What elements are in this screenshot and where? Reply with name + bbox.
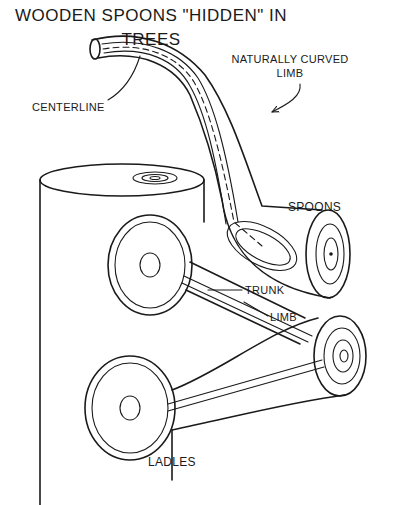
spoon-bowl <box>230 221 295 272</box>
trunk-section <box>108 215 192 315</box>
callout-label: NATURALLY CURVED LIMB <box>226 52 354 80</box>
limb-outline <box>98 56 330 298</box>
centerline <box>103 47 262 246</box>
growth-ring <box>316 224 344 284</box>
ladle-bowl <box>115 222 185 308</box>
callout-label: TRUNK <box>245 283 315 297</box>
growth-ring <box>150 177 160 180</box>
leader-line <box>108 56 140 100</box>
trunk-section <box>85 356 175 460</box>
ladle-bowl <box>92 363 168 453</box>
diagram-title: WOODEN SPOONS "HIDDEN" IN TREES <box>6 4 296 52</box>
callout-label: CENTERLINE <box>32 100 122 114</box>
limb-cut-end <box>90 39 100 59</box>
leader-line <box>208 289 242 290</box>
callout-label: LIMB <box>270 310 330 324</box>
trunk-top <box>40 164 204 196</box>
growth-ring <box>324 328 360 384</box>
growth-ring <box>120 396 140 420</box>
spoon-handle <box>104 51 226 224</box>
growth-ring <box>140 253 160 277</box>
callout-label: SPOONS <box>288 200 368 214</box>
trunk-edge <box>39 180 41 505</box>
leader-line <box>244 302 268 316</box>
ladle-handle <box>168 360 324 411</box>
trunk-edge <box>203 180 205 222</box>
growth-ring <box>340 350 348 362</box>
growth-ring <box>133 172 177 184</box>
log-cut-end <box>314 316 366 396</box>
growth-ring <box>333 340 353 372</box>
log-outline <box>172 318 318 390</box>
limb-cut-end <box>306 210 350 298</box>
leader-line <box>272 84 300 112</box>
callout-label: LADLES <box>148 455 238 469</box>
growth-ring <box>324 238 338 270</box>
log-outline <box>172 395 345 430</box>
pith-dot <box>329 252 333 256</box>
spoon-handle <box>102 42 238 222</box>
growth-ring <box>142 175 168 182</box>
